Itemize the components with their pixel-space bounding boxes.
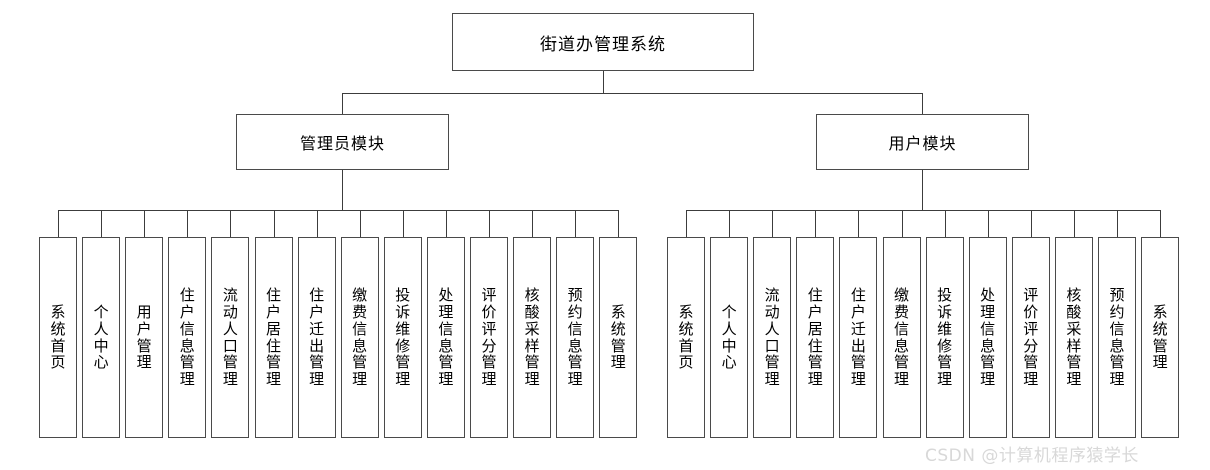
module-node-admin: 管理员模块: [236, 114, 449, 170]
admin-leaf-node: 住户居住管理: [254, 237, 293, 438]
admin-leaf-label: 流动人口管理: [222, 286, 238, 389]
root-node-label: 街道办管理系统: [540, 34, 666, 55]
admin-leaf-node: 系统管理: [599, 237, 638, 438]
user-leaf-drop-line: [1030, 210, 1032, 237]
user-leaf-label: 评价评分管理: [1023, 286, 1039, 389]
user-leaf-label: 预约信息管理: [1109, 286, 1125, 389]
user-leaf-label: 核酸采样管理: [1066, 286, 1082, 389]
user-leaf-node: 系统首页: [667, 237, 705, 438]
user-leaf-label: 系统管理: [1152, 302, 1168, 372]
user-leaf-drop-line: [729, 210, 731, 237]
admin-leaf-bus-line: [58, 210, 618, 211]
user-leaf-label: 流动人口管理: [764, 286, 780, 389]
admin-leaf-node: 住户信息管理: [168, 237, 207, 438]
user-leaf-bus-line: [686, 210, 1160, 211]
user-leaf-drop-line: [901, 210, 903, 237]
admin-leaf-drop-line: [101, 210, 103, 237]
admin-leaf-drop-line: [316, 210, 318, 237]
user-leaf-drop-line: [815, 210, 817, 237]
admin-leaf-node: 评价评分管理: [470, 237, 508, 438]
user-leaf-drop-line: [686, 210, 687, 237]
admin-leaf-label: 住户迁出管理: [309, 286, 325, 389]
admin-leaf-label: 个人中心: [93, 302, 109, 372]
admin-leaf-node: 预约信息管理: [556, 237, 595, 438]
user-leaf-node: 缴费信息管理: [882, 237, 921, 438]
user-leaf-drop-line: [1160, 210, 1162, 237]
user-leaf-node: 个人中心: [710, 237, 749, 438]
admin-leaf-label: 系统管理: [610, 302, 626, 372]
admin-leaf-drop-line: [359, 210, 361, 237]
module-node-user-label: 用户模块: [888, 134, 957, 153]
admin-module-drop-line: [342, 93, 343, 114]
user-leaf-node: 流动人口管理: [753, 237, 792, 438]
user-leaf-drop-line: [772, 210, 774, 237]
admin-leaf-node: 流动人口管理: [211, 237, 250, 438]
admin-leaf-label: 投诉维修管理: [395, 286, 411, 389]
user-leaf-label: 个人中心: [721, 302, 737, 372]
admin-leaf-drop-line: [144, 210, 146, 237]
user-leaf-drop-line: [987, 210, 989, 237]
root-node-system: 街道办管理系统: [452, 13, 754, 71]
admin-leaf-drop-line: [230, 210, 232, 237]
user-leaf-drop-line: [944, 210, 946, 237]
user-leaf-node: 住户迁出管理: [839, 237, 878, 438]
admin-leaf-node: 核酸采样管理: [513, 237, 552, 438]
admin-leaf-drop-line: [58, 210, 59, 237]
user-leaf-label: 投诉维修管理: [937, 286, 953, 389]
admin-leaf-node: 缴费信息管理: [340, 237, 379, 438]
admin-stem-line: [342, 170, 343, 210]
admin-leaf-label: 住户信息管理: [179, 286, 195, 389]
admin-leaf-node: 用户管理: [125, 237, 164, 438]
admin-leaf-node: 个人中心: [82, 237, 121, 438]
admin-leaf-label: 系统首页: [50, 302, 66, 372]
admin-leaf-drop-line: [445, 210, 447, 237]
admin-leaf-drop-line: [618, 210, 620, 237]
user-module-drop-line: [922, 93, 923, 114]
user-leaf-label: 处理信息管理: [980, 286, 996, 389]
user-leaf-label: 住户居住管理: [807, 286, 823, 389]
module-node-user: 用户模块: [816, 114, 1029, 170]
admin-leaf-label: 评价评分管理: [481, 286, 497, 389]
admin-leaf-drop-line: [575, 210, 577, 237]
admin-leaf-drop-line: [402, 210, 404, 237]
admin-leaf-node: 系统首页: [39, 237, 77, 438]
module-node-admin-label: 管理员模块: [299, 134, 385, 153]
user-leaf-drop-line: [1117, 210, 1118, 237]
admin-leaf-label: 用户管理: [136, 302, 152, 372]
user-leaf-label: 住户迁出管理: [850, 286, 866, 389]
admin-leaf-drop-line: [187, 210, 189, 237]
user-leaf-node: 住户居住管理: [796, 237, 835, 438]
root-stem-line: [603, 71, 604, 93]
user-leaf-label: 系统首页: [678, 302, 694, 372]
admin-leaf-node: 投诉维修管理: [383, 237, 422, 438]
admin-leaf-node: 住户迁出管理: [297, 237, 336, 438]
user-leaf-node: 系统管理: [1141, 237, 1180, 438]
watermark-text: CSDN @计算机程序猿学长: [925, 446, 1139, 466]
user-leaf-node: 评价评分管理: [1011, 237, 1050, 438]
user-leaf-node: 核酸采样管理: [1054, 237, 1093, 438]
user-leaf-node: 投诉维修管理: [925, 237, 964, 438]
user-leaf-drop-line: [1073, 210, 1075, 237]
user-leaf-node: 处理信息管理: [968, 237, 1007, 438]
admin-leaf-drop-line: [532, 210, 534, 237]
user-leaf-node: 预约信息管理: [1098, 237, 1136, 438]
admin-leaf-drop-line: [489, 210, 490, 237]
admin-leaf-label: 处理信息管理: [438, 286, 454, 389]
admin-leaf-drop-line: [273, 210, 275, 237]
user-stem-line: [922, 170, 923, 210]
admin-leaf-label: 住户居住管理: [265, 286, 281, 389]
admin-leaf-label: 核酸采样管理: [524, 286, 540, 389]
admin-leaf-label: 缴费信息管理: [352, 286, 368, 389]
admin-leaf-node: 处理信息管理: [426, 237, 465, 438]
admin-leaf-label: 预约信息管理: [567, 286, 583, 389]
user-leaf-drop-line: [858, 210, 860, 237]
level2-bus-line: [342, 93, 923, 94]
user-leaf-label: 缴费信息管理: [893, 286, 909, 389]
